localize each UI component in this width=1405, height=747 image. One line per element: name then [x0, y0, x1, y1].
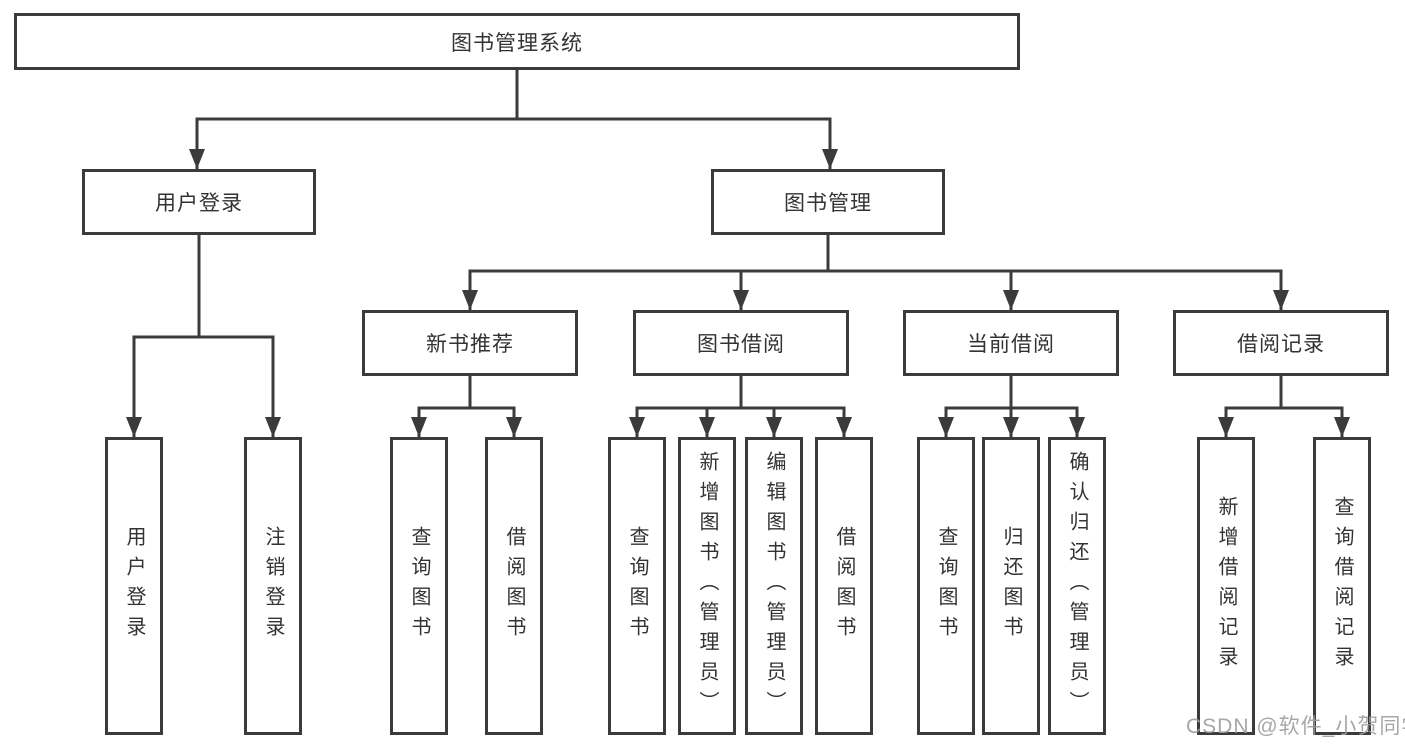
leaf-query-borrow-record: 查询借阅记录: [1313, 437, 1371, 735]
connector-newbooks-to-leaves: [417, 376, 516, 437]
connector-bookmgmt-to-level3: [468, 235, 1283, 310]
leaf-borrow-books: 借阅图书: [815, 437, 873, 735]
leaf-logout: 注销登录: [244, 437, 302, 735]
leaf-query-books-current: 查询图书: [917, 437, 975, 735]
node-book-management-branch: 图书管理: [711, 169, 945, 235]
node-book-borrowing: 图书借阅: [633, 310, 849, 376]
connector-borrow-to-leaves: [635, 376, 846, 437]
connector-records-to-leaves: [1224, 376, 1344, 437]
connector-current-to-leaves: [944, 376, 1079, 437]
leaf-confirm-return-admin: 确认归还（管理员）: [1048, 437, 1106, 735]
node-current-borrowing: 当前借阅: [903, 310, 1119, 376]
leaf-edit-books-admin: 编辑图书（管理员）: [745, 437, 803, 735]
leaf-query-books-recommend: 查询图书: [390, 437, 448, 735]
node-user-login-branch: 用户登录: [82, 169, 316, 235]
connector-userlogin-to-leaves: [132, 235, 275, 437]
leaf-user-login: 用户登录: [105, 437, 163, 735]
leaf-add-borrow-record: 新增借阅记录: [1197, 437, 1255, 735]
node-borrowing-records: 借阅记录: [1173, 310, 1389, 376]
leaf-return-books: 归还图书: [982, 437, 1040, 735]
leaf-query-books-borrow: 查询图书: [608, 437, 666, 735]
node-new-book-recommendation: 新书推荐: [362, 310, 578, 376]
leaf-borrow-books-recommend: 借阅图书: [485, 437, 543, 735]
csdn-watermark: CSDN @软件_小贺同学: [1186, 715, 1405, 738]
connector-root-to-level2: [195, 70, 832, 169]
node-library-management-system: 图书管理系统: [14, 13, 1020, 70]
leaf-add-books-admin: 新增图书（管理员）: [678, 437, 736, 735]
